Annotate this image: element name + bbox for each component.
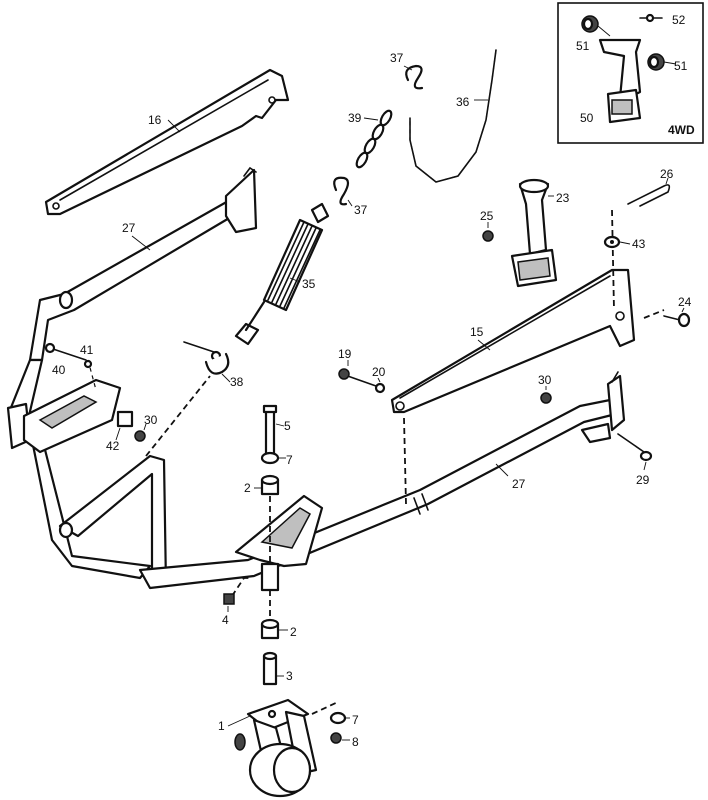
- callout-20: 20: [372, 365, 386, 379]
- callout-50: 50: [580, 111, 594, 125]
- callout-23: 23: [556, 191, 570, 205]
- dash-clip-crossbar: [611, 209, 615, 311]
- callout-2-lower: 2: [290, 625, 297, 639]
- dash-caster-hardware: [311, 701, 339, 715]
- part-1-caster-wheel: [227, 698, 318, 798]
- part-8-nut: [330, 732, 350, 744]
- dash-crossbar-frame: [403, 417, 407, 505]
- part-29-bolt: [617, 433, 653, 471]
- part-37-hook-lower: [333, 176, 353, 207]
- callout-29: 29: [636, 473, 650, 487]
- part-37-hook-upper: [403, 64, 424, 90]
- callout-3: 3: [286, 669, 293, 683]
- callout-30-right: 30: [538, 373, 552, 387]
- frame-center-bracket: [234, 494, 324, 592]
- part-20-washer: [374, 377, 386, 394]
- callout-52: 52: [672, 13, 686, 27]
- callout-25: 25: [480, 209, 494, 223]
- callout-16: 16: [148, 113, 162, 127]
- part-23-crank: [510, 178, 558, 288]
- callout-40: 40: [52, 363, 66, 377]
- inset-badge-4wd: 4WD: [668, 123, 695, 137]
- part-25-washer: [482, 222, 494, 242]
- callout-38: 38: [230, 375, 244, 389]
- callout-1: 1: [218, 719, 225, 733]
- dash-nut-4: [231, 577, 250, 597]
- part-2-bushing-upper: [254, 474, 280, 496]
- callout-7-upper: 7: [286, 453, 293, 467]
- dash-bracket-spring: [145, 375, 211, 457]
- callout-36: 36: [456, 95, 470, 109]
- callout-30-left: 30: [144, 413, 158, 427]
- part-43-washer: [603, 235, 631, 249]
- part-7-washer-upper: [260, 451, 286, 465]
- part-7-washer-lower: [329, 711, 350, 725]
- callout-27-upper: 27: [122, 221, 136, 235]
- inset-4wd-box: [557, 2, 704, 144]
- part-3-spacer: [262, 651, 284, 686]
- part-16-bar: [44, 68, 290, 216]
- callout-2-upper: 2: [244, 481, 251, 495]
- callout-26: 26: [660, 167, 674, 181]
- part-24-pin: [663, 307, 691, 328]
- callout-24: 24: [678, 295, 692, 309]
- part-42-bracket: [22, 378, 134, 454]
- callout-7-lower: 7: [352, 713, 359, 727]
- dash-pin-24: [643, 309, 665, 319]
- part-5-bolt: [262, 404, 285, 456]
- callout-5: 5: [284, 419, 291, 433]
- callout-15: 15: [470, 325, 484, 339]
- callout-42: 42: [106, 439, 120, 453]
- part-30-nut-left: [134, 423, 147, 442]
- part-35-spring: [234, 202, 330, 346]
- part-15-crossbar: [390, 268, 636, 414]
- part-19-bolt: [338, 360, 377, 387]
- callout-37-lower: 37: [354, 203, 368, 217]
- callout-43: 43: [632, 237, 646, 251]
- callout-4: 4: [222, 613, 229, 627]
- callout-27-lower: 27: [512, 477, 526, 491]
- part-36-chain: [409, 49, 497, 183]
- callout-19: 19: [338, 347, 352, 361]
- part-26-clip: [627, 177, 671, 207]
- callout-37-upper: 37: [390, 51, 404, 65]
- callout-51-right: 51: [674, 59, 688, 73]
- callout-35: 35: [302, 277, 316, 291]
- callout-39: 39: [348, 111, 362, 125]
- part-40-bolt: [44, 342, 97, 391]
- part-4-nut: [223, 593, 235, 612]
- part-2-bushing-lower: [260, 618, 288, 640]
- part-38-shackle: [183, 341, 231, 383]
- callout-8: 8: [352, 735, 359, 749]
- part-39-chain: [355, 109, 393, 169]
- part-30-nut-right: [540, 386, 552, 404]
- callout-41: 41: [80, 343, 94, 357]
- callout-51-left: 51: [576, 39, 590, 53]
- part-27-frame: [6, 166, 626, 590]
